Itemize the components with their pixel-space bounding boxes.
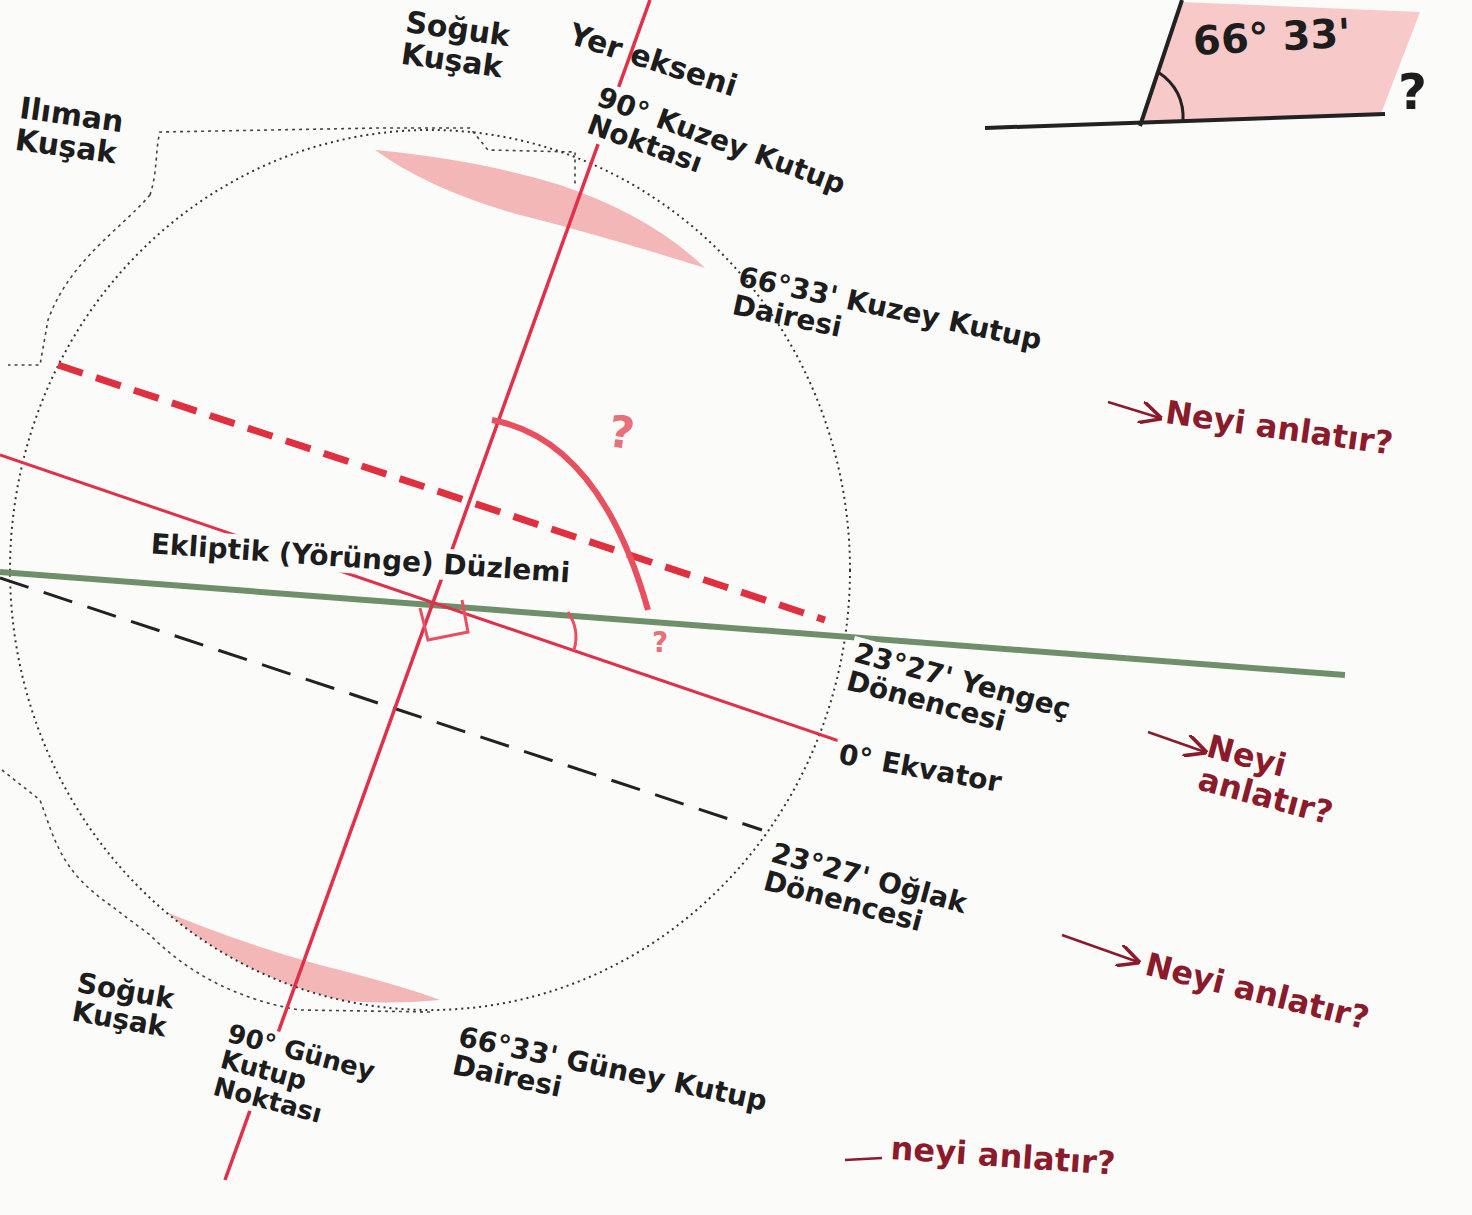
question-note: Neyi anlatır? [1195, 730, 1406, 847]
pole-label: 90° Kuzey Kutup Noktası [579, 80, 861, 232]
plane-label: Ekliptik (Yörünge) Düzlemi [146, 528, 575, 589]
arrow [1148, 732, 1205, 752]
question-note: Neyi anlatır? [1163, 396, 1394, 461]
inset-angle [985, 0, 1420, 128]
arrow [1062, 935, 1138, 962]
tropic-label: 23°27' Oğlak Dönencesi [756, 836, 1050, 969]
north-polar-cap [375, 150, 705, 268]
tropic-of-capricorn-line [0, 578, 762, 830]
axis-label: Yer ekseni [565, 18, 741, 102]
arrow [1108, 402, 1160, 418]
equator-line [0, 455, 842, 742]
zone-label: Soğuk Kuşak [399, 6, 537, 86]
equator-label: 0° Ekvator [833, 738, 1008, 799]
small-angle-arc [568, 612, 576, 650]
earth-outline [10, 130, 850, 1010]
question-note: Neyi anlatır? [1142, 948, 1372, 1036]
question-note: neyi anlatır? [890, 1132, 1117, 1181]
zone-label: Soğuk Kuşak [70, 968, 208, 1048]
circle-label: 66°33' Güney Kutup Dairesi [450, 1022, 785, 1148]
temperate-zone-outline [2, 128, 575, 1012]
zone-label: Ilıman Kuşak [13, 92, 151, 172]
circle-label: 66°33' Kuzey Kutup Dairesi [730, 262, 1065, 388]
question-mark: ? [606, 408, 638, 457]
earth-axis [225, 0, 650, 1180]
pole-label: 90° Güney Kutup Noktası [206, 1018, 429, 1153]
question-mark: ? [1398, 66, 1427, 119]
right-angle-marker [420, 600, 468, 640]
question-mark: ? [652, 628, 668, 657]
ecliptic-line [0, 572, 1345, 675]
angle-value: 66° 33' [1192, 12, 1351, 62]
dash-mark [845, 1158, 882, 1160]
